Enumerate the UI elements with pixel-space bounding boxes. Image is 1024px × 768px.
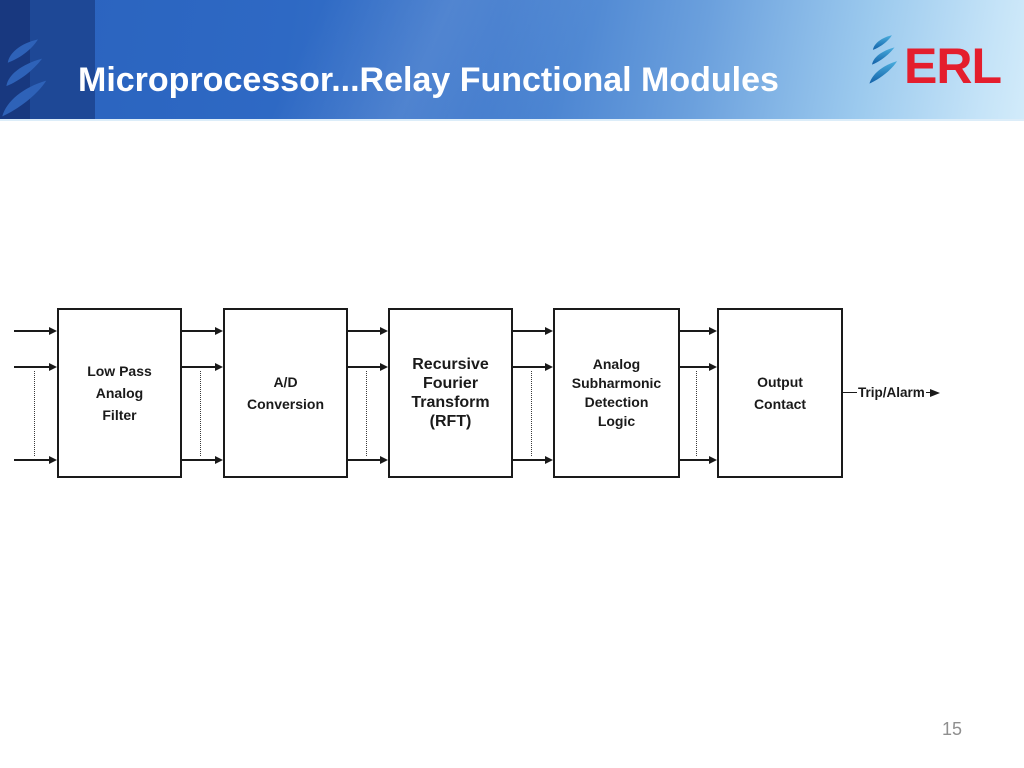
arrow-line [182,366,215,368]
block-label-line: Analog [592,356,641,372]
dotted-ellipsis-line [696,371,697,456]
arrowhead-icon [545,456,553,464]
block-label-line: Logic [597,413,636,429]
block-label-line: Detection [584,394,649,410]
dotted-ellipsis-line [200,371,201,456]
arrowhead-icon [380,363,388,371]
arrow-line [348,366,380,368]
block-label-line: (RFT) [429,413,472,430]
arrow-line [680,459,709,461]
block-label-line: Contact [753,396,807,412]
block-label-line: Filter [102,407,137,423]
arrow-line [348,330,380,332]
dotted-ellipsis-line [531,371,532,456]
arrowhead-icon [49,327,57,335]
slide-title: Microprocessor...Relay Functional Module… [78,61,779,99]
arrow-line [680,330,709,332]
block-label-line: Recursive [412,356,489,373]
arrowhead-icon [215,327,223,335]
trip-alarm-label: Trip/Alarm [858,385,925,400]
block-ad-conversion: A/D Conversion [223,308,348,478]
arrow-line [14,330,49,332]
arrowhead-icon [709,327,717,335]
arrow-line [14,366,49,368]
arrowhead-icon [709,363,717,371]
slide-header: Microprocessor...Relay Functional Module… [0,0,1024,121]
arrowhead-icon [380,327,388,335]
arrowhead-icon [929,388,940,397]
arrowhead-icon [215,456,223,464]
arrow-line [14,459,49,461]
block-low-pass-analog-filter: Low Pass Analog Filter [57,308,182,478]
dotted-ellipsis-line [34,371,35,456]
block-label-line: Subharmonic [571,375,662,391]
arrowhead-icon [49,363,57,371]
arrowhead-icon [709,456,717,464]
arrow-line [925,391,930,394]
dotted-ellipsis-line [366,371,367,456]
block-label-line: Low Pass [87,363,152,379]
erl-logo-text: ERL [904,38,1002,94]
block-recursive-fourier-transform: Recursive Fourier Transform (RFT) [388,308,513,478]
arrow-line [513,330,545,332]
arrow-line [182,330,215,332]
arrow-line [680,366,709,368]
arrowhead-icon [545,363,553,371]
block-output-contact: Output Contact [717,308,843,478]
block-label-line: Conversion [246,396,324,412]
block-label-line: A/D [273,374,298,390]
block-analog-subharmonic-detection-logic: Analog Subharmonic Detection Logic [553,308,680,478]
block-label-line: Fourier [422,375,479,392]
arrowhead-icon [380,456,388,464]
arrow-line [182,459,215,461]
arrowhead-icon [49,456,57,464]
trip-alarm-output: Trip/Alarm [843,384,940,401]
arrow-line [843,391,857,394]
erl-spiral-icon [869,35,898,84]
arrowhead-icon [545,327,553,335]
arrow-line [513,366,545,368]
page-number: 15 [941,719,962,739]
erl-watermark-icon [2,39,47,117]
block-label-line: Transform [411,394,490,411]
block-label-line: Output [757,374,803,390]
block-label-line: Analog [95,385,144,401]
erl-logo: ERL [866,30,1002,94]
arrowhead-icon [215,363,223,371]
arrow-line [348,459,380,461]
arrow-line [513,459,545,461]
